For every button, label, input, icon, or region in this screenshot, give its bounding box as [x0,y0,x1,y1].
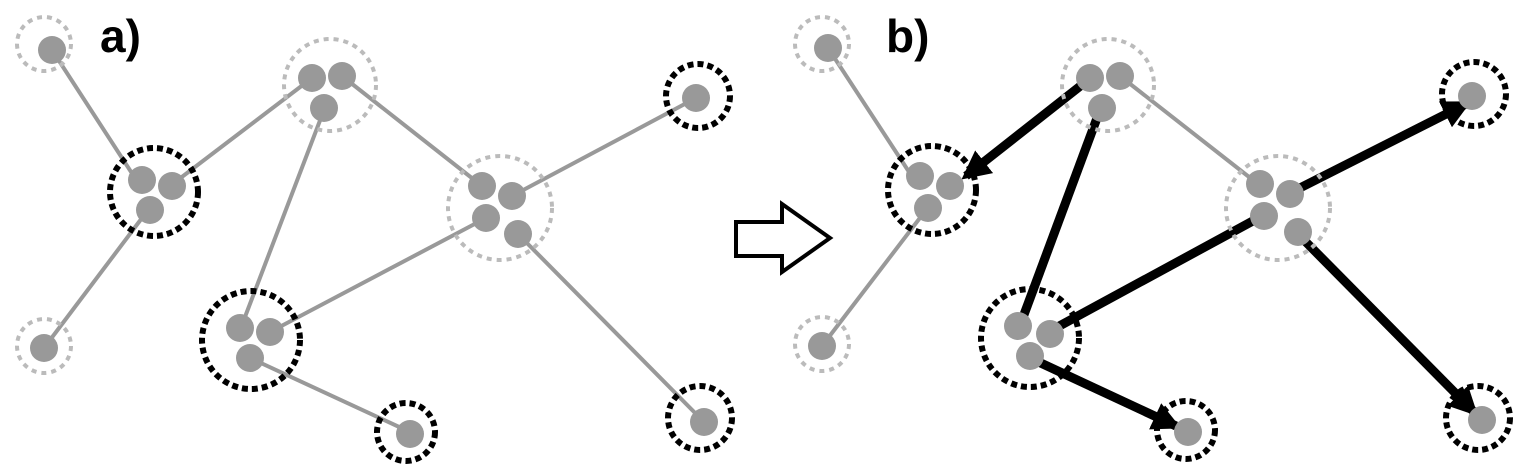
node [468,172,496,200]
panel-a: a) [15,10,735,464]
node [310,94,338,122]
node [906,162,934,190]
panel-a-nodes [30,36,718,448]
dark-cluster-ring [978,286,1082,390]
node [814,34,842,62]
light-cluster-ring [1224,154,1332,262]
panel-b-gray-edges [820,46,1260,348]
panel-b-rings [793,15,1513,462]
edge [511,96,697,198]
node [808,332,836,360]
dark-cluster-ring [199,288,303,392]
node [1468,406,1496,434]
dark-cluster-ring [663,61,733,131]
directed-edge [1049,212,1265,334]
node [328,62,356,90]
panel-a-label: a) [100,10,141,62]
node [30,334,58,362]
edge [516,232,706,424]
right-arrow-icon [734,200,834,276]
edge [42,208,150,350]
node [1174,418,1202,446]
node [1036,320,1064,348]
dark-cluster-ring [885,143,979,237]
node [1458,82,1486,110]
node [504,220,532,248]
panel-b: b) [793,10,1513,462]
node [256,318,284,346]
node [298,64,326,92]
light-cluster-ring [793,15,851,73]
edge [820,208,928,348]
edge [340,74,484,188]
right-arrow-icon-shape [734,200,834,276]
node [1276,180,1304,208]
node [1246,170,1274,198]
edge [238,109,326,331]
node [1088,94,1116,122]
panel-b-label: b) [886,10,929,62]
node [1004,312,1032,340]
light-cluster-ring [15,317,73,375]
edge [50,48,137,180]
node [682,84,710,112]
node [128,166,156,194]
dark-cluster-ring [107,145,201,239]
node [1016,342,1044,370]
dark-cluster-ring [1439,59,1509,129]
panel-a-edges [42,48,706,434]
node [1076,64,1104,92]
light-cluster-ring [282,37,378,133]
panel-b-directed-edges [961,76,1479,431]
light-cluster-ring [446,154,554,262]
directed-edge [1017,108,1105,322]
dark-cluster-ring [1154,398,1218,462]
light-cluster-ring [793,315,851,373]
node [236,344,264,372]
directed-edge [1028,353,1182,431]
dark-cluster-ring [1443,383,1513,453]
node [136,196,164,224]
edge [1118,74,1260,186]
directed-edge [1294,230,1479,417]
node [498,182,526,210]
edge [826,46,915,180]
node [396,420,424,448]
node [914,194,942,222]
node [1106,62,1134,90]
node [226,314,254,342]
panel-a-rings [15,15,735,464]
dark-cluster-ring [374,400,438,464]
edge [249,356,411,434]
directed-edge [961,76,1091,180]
light-cluster-ring [1060,37,1156,133]
node [1250,202,1278,230]
node [1284,218,1312,246]
node [38,36,66,64]
light-cluster-ring [15,15,73,73]
node [472,204,500,232]
panel-b-nodes [808,34,1496,446]
node [158,172,186,200]
directed-edge [1285,99,1472,199]
node [690,408,718,436]
edge [269,216,487,334]
node [936,172,964,200]
dark-cluster-ring [665,383,735,453]
